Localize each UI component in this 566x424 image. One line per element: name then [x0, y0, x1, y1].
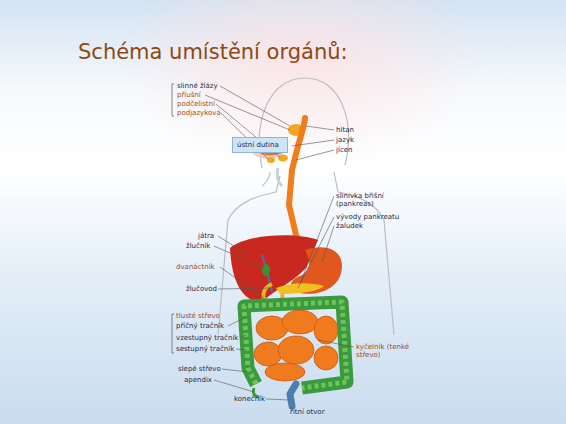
organ-label: příčný tračník	[176, 322, 224, 330]
submandibular-gland	[278, 155, 288, 162]
gallbladder	[262, 264, 270, 276]
region-label: ústní dutina	[237, 141, 283, 149]
organ-label: dvanáctník	[176, 263, 215, 271]
organ-label: příušní	[177, 91, 201, 99]
leader-line	[205, 86, 354, 409]
organ-label: slepé střevo	[178, 365, 221, 373]
organ-label: podjazyková	[177, 109, 221, 117]
esophagus	[289, 118, 308, 256]
sublingual-gland	[267, 157, 275, 163]
organ-label: apendix	[184, 376, 212, 384]
organ-label: hltan	[336, 126, 354, 134]
organ-label: žlučník	[186, 242, 210, 250]
small-intestine	[254, 310, 338, 381]
organ-label: játra	[198, 232, 214, 240]
organ-label: sestupný tračník	[176, 345, 234, 353]
organ-label: slinné žlázy	[177, 82, 218, 90]
organ-label: žaludek	[336, 222, 363, 230]
bracket	[172, 84, 174, 353]
organ-label: konečník	[234, 395, 265, 403]
pancreas	[276, 283, 324, 294]
organ-label: vzestupný tračník	[176, 334, 238, 342]
organ-label: vývody pankreatu	[336, 213, 399, 221]
large-intestine	[244, 302, 347, 388]
organ-label: jazyk	[336, 136, 354, 144]
organ-label: slinivka břišní (pankreas)	[336, 192, 398, 208]
diagram-title: Schéma umístění orgánů:	[78, 40, 348, 64]
organ-label: tlusté střevo	[176, 312, 220, 320]
organ-label: žlučovod	[186, 285, 217, 293]
organ-label: podčelistní	[177, 100, 215, 108]
rectum	[290, 384, 296, 406]
organ-label: jícen	[336, 146, 352, 154]
large-intestine-texture	[244, 302, 347, 388]
neck-shape	[277, 168, 282, 186]
organ-label: řitní otvor	[290, 408, 325, 416]
region-box: ústní dutina	[232, 137, 288, 153]
organ-label: kyčelník (tenké střevo)	[356, 343, 414, 359]
